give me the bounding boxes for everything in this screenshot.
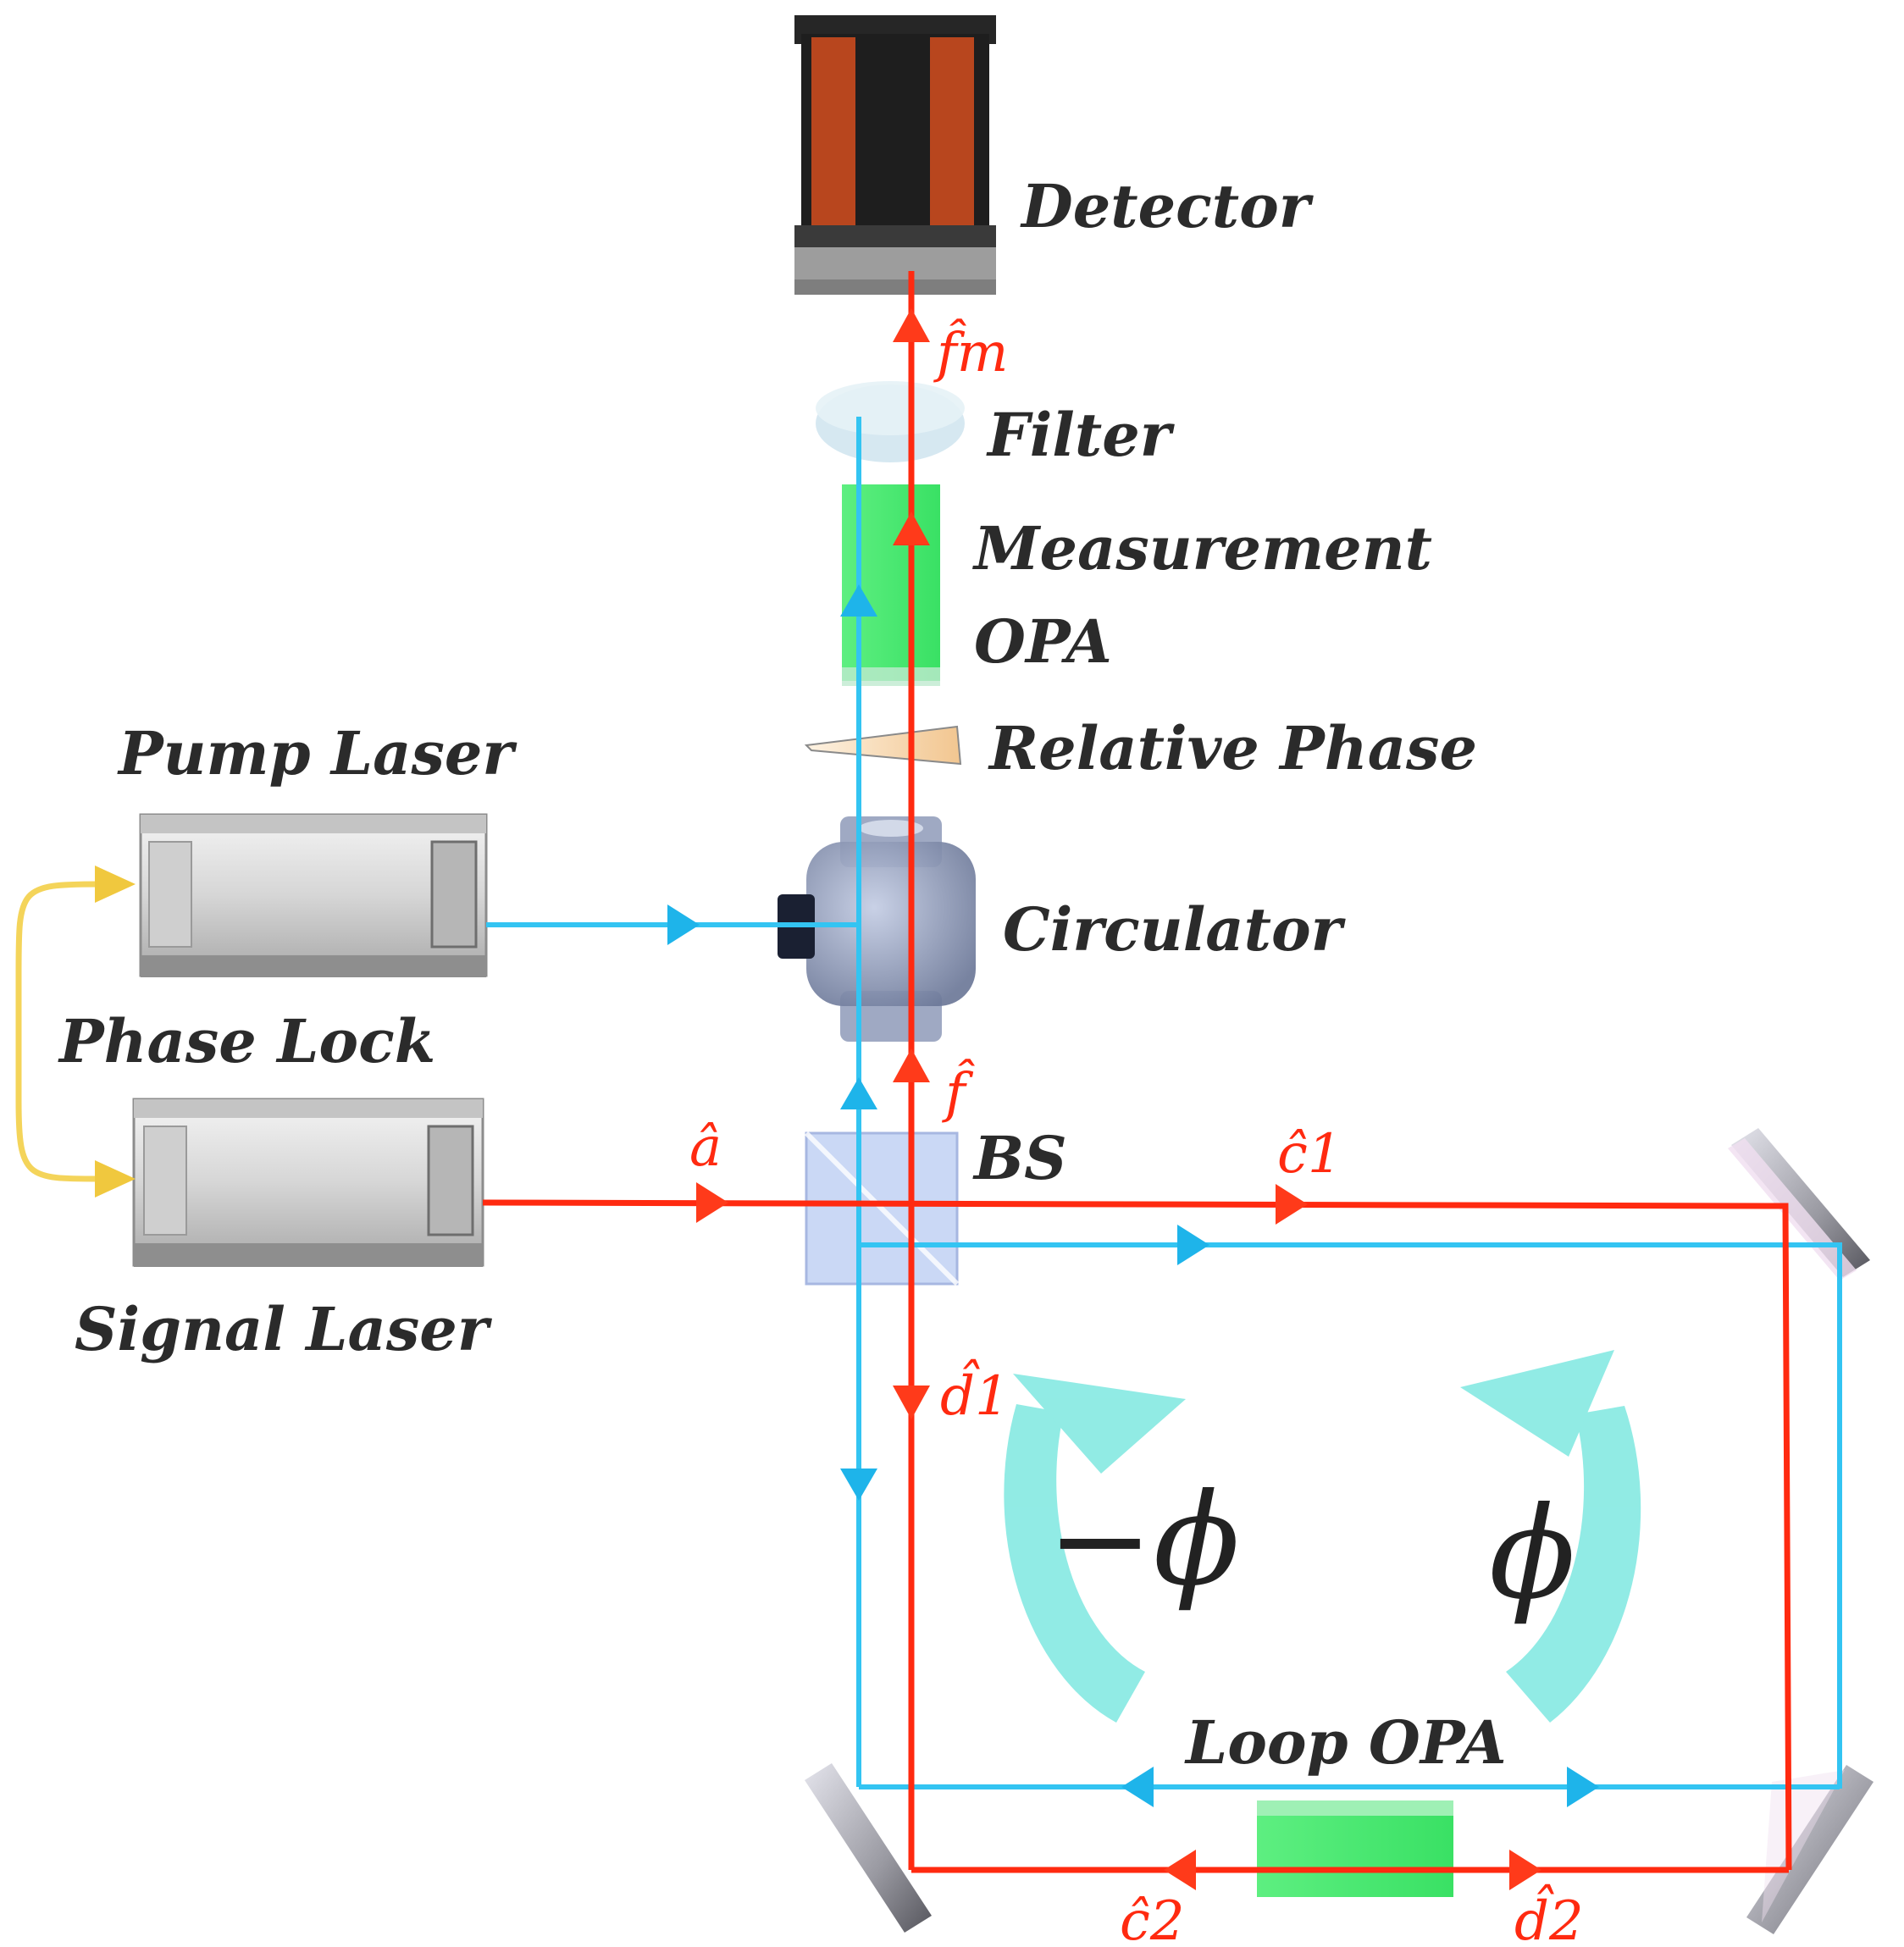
signal-arrow-d1 (893, 1386, 930, 1419)
mode-d2-label: d̂2 (1514, 1884, 1584, 1947)
phase-lock-arrow (15, 881, 101, 1182)
pump-arrow-into-circulator (667, 904, 700, 945)
relative-phase-wedge (804, 725, 962, 766)
mode-f-label: f̂ (942, 1059, 975, 1125)
pump-arrow-above-bs (840, 1077, 877, 1109)
filter-label: Filter (986, 400, 1176, 470)
pump-laser (139, 813, 488, 977)
mode-c1-label: ĉ1 (1277, 1123, 1342, 1186)
phase-lock-arrowhead-top (95, 866, 136, 903)
signal-arrow-a (696, 1182, 728, 1223)
signal-laser-label: Signal Laser (75, 1294, 493, 1364)
signal-arrow-c1 (1276, 1184, 1308, 1225)
beam-splitter (804, 1131, 960, 1286)
circulator-label: Circulator (1003, 894, 1347, 965)
measurement-opa-label-line1: Measurement (972, 513, 1432, 584)
signal-laser (132, 1098, 484, 1267)
measurement-opa-label-line2: OPA (974, 606, 1112, 677)
detector (794, 15, 996, 295)
signal-arrow-d2 (1509, 1850, 1541, 1890)
phase-lock-arrowhead-bottom (95, 1160, 136, 1198)
signal-arrow-c2 (1164, 1850, 1196, 1890)
circulator (778, 816, 976, 1042)
mode-d1-label: d̂1 (940, 1359, 1010, 1428)
mirror-bottom-left (805, 1763, 932, 1933)
rotation-arrow-right (1460, 1350, 1641, 1723)
signal-arrow-f (893, 1048, 930, 1082)
pump-arrow-bottom-left (1121, 1767, 1154, 1807)
pump-beam-path (486, 417, 1842, 1789)
mode-a-label: â (689, 1116, 722, 1179)
pump-laser-label: Pump Laser (117, 718, 518, 788)
pump-arrow-bottom-right (1567, 1767, 1599, 1807)
filter (816, 381, 965, 462)
phi-label: ϕ (1489, 1480, 1575, 1628)
detector-label: Detector (1020, 171, 1315, 241)
signal-arrow-measurement (893, 512, 930, 545)
mode-c2-label: ĉ2 (1120, 1890, 1185, 1947)
mode-f-m-label: f̂m (933, 319, 1008, 384)
loop-opa-crystal (1257, 1800, 1453, 1897)
bs-label: BS (972, 1123, 1067, 1193)
phase-lock-label: Phase Lock (58, 1006, 435, 1076)
pump-arrow-measurement (840, 584, 877, 617)
relative-phase-label: Relative Phase (988, 713, 1477, 783)
rotation-arrow-left (1004, 1374, 1186, 1723)
minus-phi-label: −ϕ (1047, 1467, 1240, 1614)
loop-opa-label: Loop OPA (1184, 1707, 1507, 1778)
pump-arrow-right-upper (1177, 1225, 1209, 1265)
signal-arrow-fm (893, 308, 930, 342)
pump-arrow-down-left (840, 1469, 877, 1501)
mirror-bottom-right (1746, 1765, 1874, 1934)
